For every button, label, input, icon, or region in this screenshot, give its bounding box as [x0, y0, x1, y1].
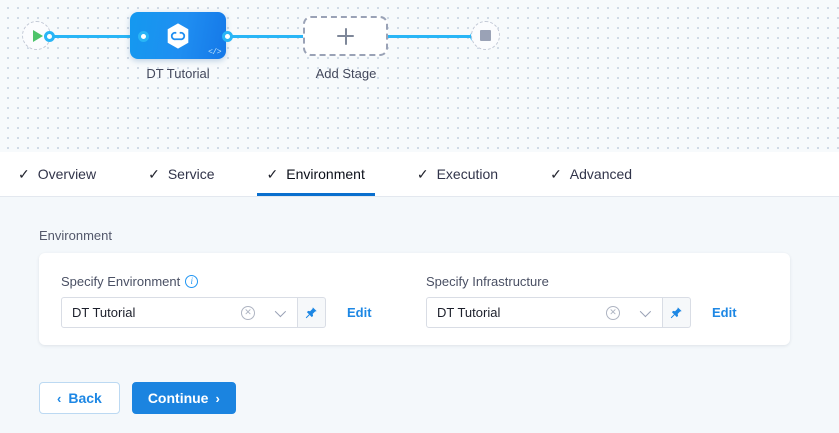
back-button[interactable]: ‹ Back: [39, 382, 120, 414]
tab-environment-label: Environment: [286, 166, 365, 182]
infrastructure-edit-link[interactable]: Edit: [712, 305, 737, 320]
connector-dot-start: [44, 31, 55, 42]
tab-execution[interactable]: ✓ Execution: [417, 152, 520, 196]
tab-execution-label: Execution: [436, 166, 499, 182]
specify-environment-label-row: Specify Environment i: [61, 274, 372, 289]
check-icon: ✓: [550, 166, 562, 182]
environment-select[interactable]: ✕: [61, 297, 298, 328]
tab-service[interactable]: ✓ Service: [148, 152, 236, 196]
tab-advanced-label: Advanced: [569, 166, 633, 182]
info-icon[interactable]: i: [185, 275, 199, 288]
stop-icon: [480, 30, 491, 41]
infrastructure-select[interactable]: ✕: [426, 297, 663, 328]
tab-advanced[interactable]: ✓ Advanced: [550, 152, 654, 196]
specify-environment-label: Specify Environment: [61, 274, 181, 289]
specify-environment-group: Specify Environment i ✕: [61, 274, 372, 328]
tab-overview-label: Overview: [37, 166, 97, 182]
tab-environment[interactable]: ✓ Environment: [256, 152, 387, 196]
environment-panel: Environment Specify Environment i ✕: [0, 197, 839, 433]
chevron-right-icon: ›: [215, 390, 220, 406]
pipeline-canvas[interactable]: </> DT Tutorial Add Stage: [0, 0, 839, 152]
check-icon: ✓: [266, 166, 279, 182]
edge-stage-to-add: [226, 35, 304, 38]
wizard-footer: ‹ Back Continue ›: [39, 382, 236, 414]
specify-infrastructure-group: Specify Infrastructure ✕ Edit: [426, 274, 737, 328]
continue-button-label: Continue: [147, 390, 209, 406]
connector-dot-stage-out: [222, 31, 233, 42]
check-icon: ✓: [416, 166, 429, 182]
infrastructure-input[interactable]: [437, 305, 597, 320]
pin-icon: [305, 307, 317, 319]
stage-node-label: DT Tutorial: [146, 66, 210, 81]
environment-card: Specify Environment i ✕: [39, 253, 790, 345]
edge-add-to-end: [388, 35, 474, 38]
connector-dot-stage-in: [138, 31, 149, 42]
back-button-label: Back: [68, 390, 102, 406]
add-stage-label: Add Stage: [315, 66, 377, 81]
pin-icon: [670, 307, 682, 319]
specify-infrastructure-label-row: Specify Infrastructure: [426, 274, 737, 289]
play-icon: [33, 29, 43, 42]
code-badge-icon: </>: [208, 48, 221, 57]
add-stage-button[interactable]: [303, 16, 388, 56]
specify-infrastructure-label: Specify Infrastructure: [426, 274, 549, 289]
chevron-down-icon[interactable]: [639, 305, 652, 317]
continue-button[interactable]: Continue ›: [131, 382, 236, 414]
edge-start-to-stage: [40, 35, 144, 38]
specify-environment-row: ✕ Edit: [61, 297, 372, 328]
plus-icon-vertical: [344, 27, 347, 45]
end-node[interactable]: [471, 21, 500, 50]
infrastructure-pin-button[interactable]: [663, 297, 691, 328]
environment-edit-link[interactable]: Edit: [347, 305, 372, 320]
environment-input[interactable]: [72, 305, 232, 320]
chevron-left-icon: ‹: [57, 390, 62, 406]
clear-icon[interactable]: ✕: [606, 305, 620, 320]
page-title: Environment: [39, 228, 112, 243]
tab-service-label: Service: [167, 166, 215, 182]
environment-pin-button[interactable]: [298, 297, 326, 328]
stage-tabs: ✓ Overview ✓ Service ✓ Environment ✓ Exe…: [0, 152, 839, 197]
chevron-down-icon[interactable]: [274, 305, 287, 317]
tab-overview[interactable]: ✓ Overview: [18, 152, 118, 196]
check-icon: ✓: [18, 166, 30, 182]
harness-hexagon-icon: [167, 22, 189, 49]
clear-icon[interactable]: ✕: [241, 305, 255, 320]
check-icon: ✓: [148, 166, 160, 182]
specify-infrastructure-row: ✕ Edit: [426, 297, 737, 328]
